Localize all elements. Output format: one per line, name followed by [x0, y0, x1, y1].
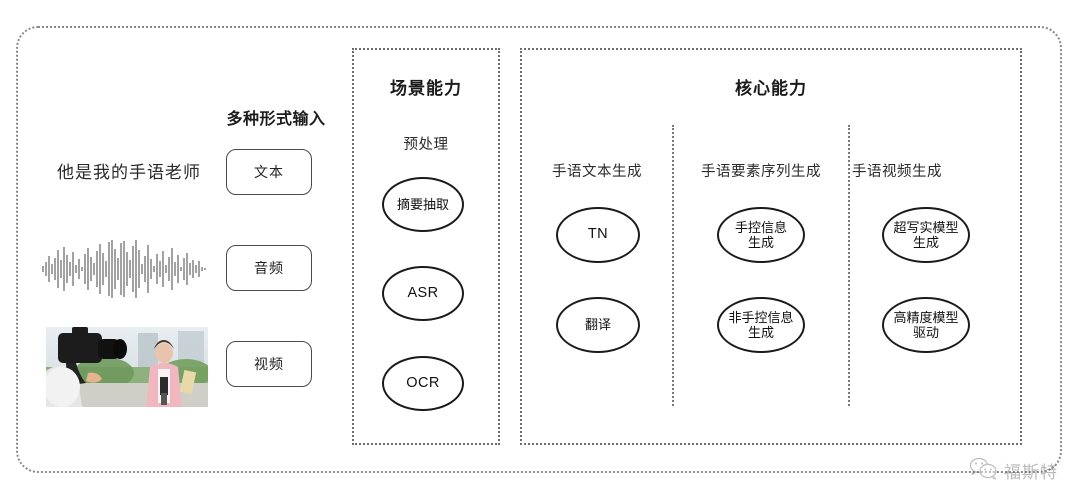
audio-waveform-icon	[38, 238, 212, 300]
core-column-heading-sign-text-generation: 手语文本生成	[552, 164, 642, 180]
modality-button-video[interactable]: 视频	[226, 341, 312, 387]
core-column-divider-2	[848, 125, 850, 406]
input-section-header: 多种形式输入	[226, 111, 326, 128]
node-manual-info-generation[interactable]: 手控信息 生成	[717, 207, 805, 263]
scene-capability-title: 场景能力	[390, 79, 462, 98]
modality-button-text[interactable]: 文本	[226, 149, 312, 195]
wechat-icon	[968, 456, 998, 485]
sample-input-text: 他是我的手语老师	[57, 163, 201, 182]
node-non-manual-info-generation[interactable]: 非手控信息 生成	[717, 297, 805, 353]
node-high-precision-model-driving[interactable]: 高精度模型 驱动	[882, 297, 970, 353]
core-column-heading-sign-video-generation: 手语视频生成	[852, 164, 942, 180]
scene-capability-box: 场景能力	[352, 48, 500, 445]
node-tn[interactable]: TN	[556, 207, 640, 263]
core-column-divider-1	[672, 125, 674, 406]
watermark: 福斯特	[968, 456, 1058, 485]
node-hyperrealistic-model-generation[interactable]: 超写实模型 生成	[882, 207, 970, 263]
modality-button-audio[interactable]: 音频	[226, 245, 312, 291]
node-asr[interactable]: ASR	[382, 266, 464, 321]
watermark-text: 福斯特	[1004, 463, 1058, 482]
core-capability-title: 核心能力	[735, 79, 807, 98]
scene-column-heading-preprocessing: 预处理	[403, 137, 449, 153]
outer-frame	[16, 26, 1062, 473]
node-summary-extraction[interactable]: 摘要抽取	[382, 177, 464, 232]
node-translation[interactable]: 翻译	[556, 297, 640, 353]
video-sample-photo	[46, 327, 208, 407]
core-capability-box: 核心能力	[520, 48, 1022, 445]
core-column-heading-sign-element-sequence-generation: 手语要素序列生成	[701, 164, 821, 180]
node-ocr[interactable]: OCR	[382, 356, 464, 411]
